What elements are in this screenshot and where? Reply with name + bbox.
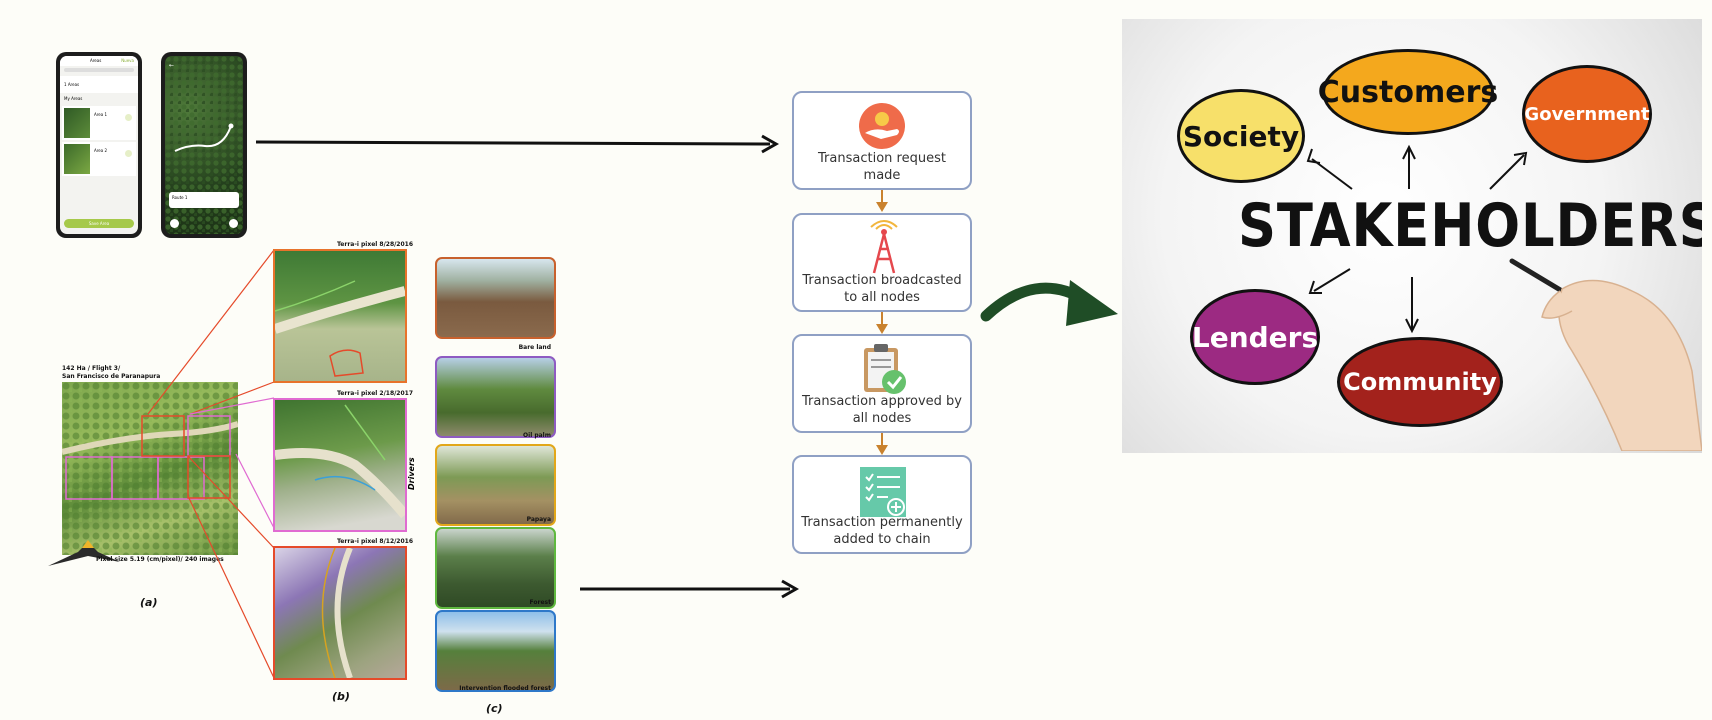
zoom-image-2 xyxy=(273,398,407,532)
phone-b-info: Route 1 xyxy=(169,192,239,208)
driver-bare-land xyxy=(435,257,556,339)
zoom-caption-2: Terra-i pixel 2/18/2017 xyxy=(337,390,414,397)
antenna-tower-icon xyxy=(870,220,898,274)
drone-caption-2: San Francisco de Paranapura xyxy=(62,373,161,380)
phone-a-save-button[interactable]: Save Area xyxy=(64,219,134,228)
phone-a-header: Areas xyxy=(90,58,102,63)
stakeholder-arrows xyxy=(1306,144,1528,334)
drone-icon xyxy=(48,540,120,566)
flow-step-1-line1: Transaction request xyxy=(818,151,946,166)
flow-step-3-line2: all nodes xyxy=(852,411,912,426)
community-bubble: Community xyxy=(1337,337,1503,427)
phone-a-new: Nueva xyxy=(121,58,134,63)
location-icon[interactable] xyxy=(229,219,238,228)
lenders-bubble: Lenders xyxy=(1190,289,1320,385)
flow-step-2-line1: Transaction broadcasted xyxy=(802,273,962,288)
zoom-image-3 xyxy=(273,546,407,680)
clipboard-check-icon xyxy=(864,344,906,394)
phone-a-section: My Areas xyxy=(64,96,83,101)
driver-papaya xyxy=(435,444,556,526)
phone-a-area-1[interactable]: Area 1 xyxy=(62,106,136,140)
zoom-caption-3: Terra-i pixel 8/12/2016 xyxy=(337,538,414,545)
phone-a-area-2-label: Area 2 xyxy=(94,148,108,153)
phone-areas: Areas Nueva 1 Areas My Areas Area 1 Area… xyxy=(56,52,142,238)
drone-caption-1: 142 Ha / Flight 3/ xyxy=(62,365,121,372)
phone-a-area-1-label: Area 1 xyxy=(94,112,108,117)
flow-step-1-line2: made xyxy=(863,168,901,183)
community-label: Community xyxy=(1343,368,1497,396)
curved-arrow xyxy=(980,282,1091,322)
zoom-connectors xyxy=(147,249,275,679)
driver-label-3: Papaya xyxy=(526,516,551,523)
arrow-phones-to-flow xyxy=(255,140,771,146)
circle-icon xyxy=(125,150,132,157)
driver-oil-palm xyxy=(435,356,556,438)
drivers-label: Drivers xyxy=(407,457,416,490)
checklist-add-icon xyxy=(860,467,906,517)
driver-label-2: Oil palm xyxy=(523,432,551,439)
flow-step-3-line1: Transaction approved by xyxy=(801,394,962,409)
phone-a-area-2[interactable]: Area 2 xyxy=(62,142,136,176)
flow-step-2: Transaction broadcasted to all nodes xyxy=(792,213,972,312)
driver-label-1: Bare land xyxy=(518,344,551,351)
stakeholders-panel: Customers Society Government STAKEHOLDER… xyxy=(1122,19,1702,453)
flow-step-4: Transaction permanently added to chain xyxy=(792,455,972,554)
label-b: (b) xyxy=(332,690,350,703)
label-c: (c) xyxy=(486,702,503,715)
flow-step-1: Transaction request made xyxy=(792,91,972,190)
society-bubble: Society xyxy=(1177,89,1305,183)
driver-label-4: Forest xyxy=(529,599,551,606)
stakeholders-title: STAKEHOLDERS xyxy=(1238,191,1702,261)
hand-pen-icon xyxy=(1509,258,1702,451)
driver-intervention-flooded-forest xyxy=(435,610,556,692)
back-icon[interactable]: ← xyxy=(169,62,175,69)
customers-bubble: Customers xyxy=(1318,49,1498,135)
lenders-label: Lenders xyxy=(1191,320,1319,354)
flow-step-4-line1: Transaction permanently xyxy=(801,515,963,530)
flow-connectors xyxy=(876,190,888,455)
phone-a-row: 1 Areas xyxy=(60,76,138,93)
layers-icon[interactable] xyxy=(170,219,179,228)
circle-icon xyxy=(125,114,132,121)
zoom-image-1 xyxy=(273,249,407,383)
driver-label-5: Intervention flooded forest xyxy=(459,685,551,692)
government-label: Government xyxy=(1524,103,1650,125)
flow-step-4-line2: added to chain xyxy=(833,532,931,547)
phone-map: ← Route 1 xyxy=(161,52,247,238)
flow-step-3: Transaction approved by all nodes xyxy=(792,334,972,433)
driver-forest xyxy=(435,527,556,609)
government-bubble: Government xyxy=(1522,65,1652,163)
society-label: Society xyxy=(1182,119,1300,153)
label-a: (a) xyxy=(140,596,158,609)
flow-step-2-line2: to all nodes xyxy=(844,290,920,305)
hand-coin-icon xyxy=(859,103,905,149)
phone-b-info-label: Route 1 xyxy=(172,195,188,200)
customers-label: Customers xyxy=(1317,74,1499,110)
drone-footer: Pixel size 5.19 (cm/pixel)/ 240 images xyxy=(96,556,224,563)
zoom-caption-1: Terra-i pixel 8/28/2016 xyxy=(337,241,414,248)
